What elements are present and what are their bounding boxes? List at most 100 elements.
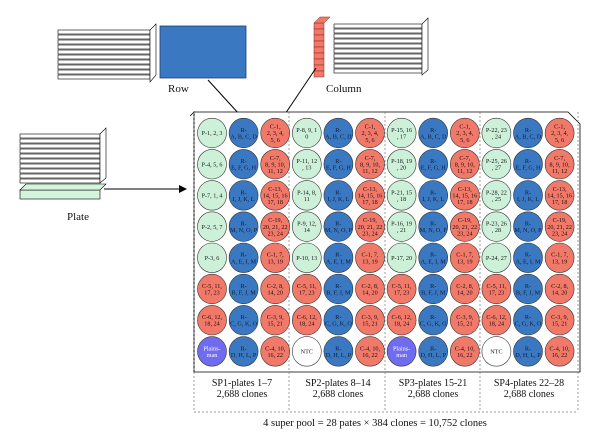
well-label: R-M, N, O, P	[230, 220, 258, 234]
well-label: P-23, 26, 28	[486, 220, 507, 234]
well: R-A, B, C, D	[513, 117, 543, 149]
well: R-I, J, K, L	[323, 180, 354, 211]
row-block	[159, 25, 247, 79]
well: C-4, 10,16, 22	[355, 336, 385, 367]
well: R-C, G, K, O	[513, 305, 543, 336]
well-label: C-1, 7,13, 19	[456, 252, 473, 266]
well: C-4, 10,16, 22	[260, 336, 291, 367]
well: R-E, F, G, H	[228, 149, 259, 180]
well-label: C-4, 10,16, 22	[550, 345, 571, 359]
well: C-4, 10,16, 22	[544, 336, 575, 367]
well-label: C-1,2, 3, 4,5, 6	[456, 124, 473, 144]
well-label: P-4, 5, 6	[202, 161, 223, 168]
well-label: P-3, 6	[205, 255, 220, 262]
well-label: R-D, H, L, P	[420, 345, 446, 359]
well-label: NTC	[490, 349, 502, 356]
well-label: C-1, 7,13, 19	[267, 252, 284, 266]
well-label: P-25, 26, 27	[486, 158, 507, 172]
well-label: R-B, F, J, M	[326, 283, 351, 297]
well-label: C-5, 11,17, 23	[297, 283, 317, 297]
well-label: R-M, N, O, P	[420, 220, 448, 234]
well-label: R-M, N, O, P	[325, 220, 353, 234]
well: R-C, G, K, O	[323, 305, 354, 336]
well: R-I, J, K, L	[418, 180, 449, 211]
well: C-1, 7,13, 19	[355, 242, 385, 273]
well: C-1,2, 3, 4,5, 6	[260, 117, 291, 149]
well-label: P-2, 5, 7	[202, 224, 223, 231]
pool-sp2: SP2-plates 8–14 2,688 clones	[293, 378, 383, 400]
well: P-22, 23, 24	[481, 117, 512, 149]
well-label: C-7,8, 9, 10,11, 12	[455, 155, 476, 175]
well-label: R-C, G, K, O	[420, 314, 447, 328]
well-label: R-A, E, I, M	[421, 252, 447, 266]
well-label: P-18, 19, 20	[391, 158, 412, 172]
well-label: P-9, 12,14	[297, 220, 317, 234]
well: R-B, F, J, M	[513, 273, 543, 305]
well-label: R-E, F, G, H	[326, 158, 351, 172]
well-label: C-6, 12,18, 24	[202, 314, 223, 328]
well-label: C-7,8, 9, 10,11, 12	[360, 155, 381, 175]
well-label: P-7, 1, 4	[202, 193, 223, 200]
well: P-11, 12, 13	[291, 149, 322, 180]
well-label: C-1, 7,13, 19	[551, 252, 568, 266]
well-label: R-I, J, K, L	[327, 189, 349, 203]
well-label: C-6, 12,18, 24	[392, 314, 413, 328]
well: R-C, G, K, O	[228, 305, 259, 336]
well-label: C-2, 8,14, 20	[361, 283, 378, 297]
well-label: R-B, F, J, M	[231, 283, 256, 297]
row-stack	[57, 23, 247, 83]
well: NTC	[481, 336, 512, 367]
well: C-2, 8,14, 20	[544, 273, 575, 305]
well: C-6, 12,18, 24	[481, 305, 512, 336]
well: C-1, 7,13, 19	[449, 242, 480, 273]
well: R-E, F, G, H	[418, 149, 449, 180]
column-stack	[313, 16, 429, 78]
well: R-D, H, L, P	[323, 336, 354, 367]
well: C-5, 11,17, 23	[386, 273, 417, 305]
well-label: C-1,2, 3, 4,5, 6	[551, 124, 568, 144]
well-label: C-6, 12,18, 24	[297, 314, 318, 328]
well: C-6, 12,18, 24	[386, 305, 417, 336]
well-label: P-24, 27	[486, 255, 507, 262]
well: C-1,2, 3, 4,5, 6	[544, 117, 575, 149]
plate-label: Plate	[67, 211, 89, 223]
well-label: R-C, G, K, O	[515, 314, 542, 328]
well: C-4, 10,16, 22	[449, 336, 480, 367]
well: C-3, 9,15, 21	[449, 305, 480, 336]
well-label: R-A, E, I, M	[231, 252, 257, 266]
well: P-25, 26, 27	[481, 149, 512, 180]
well-label: C-1,2, 3, 4,5, 6	[267, 124, 284, 144]
well-label: R-A, B, C, D	[515, 127, 542, 141]
well: NTC	[291, 336, 322, 367]
well: R-A, E, I, M	[418, 242, 449, 273]
well-label: P-1, 2, 3	[202, 130, 223, 137]
well-label: C-3, 9,15, 21	[456, 314, 473, 328]
well-label: R-E, F, G, H	[516, 158, 541, 172]
well-label: C-6, 12,18, 24	[486, 314, 507, 328]
row-label: Row	[168, 83, 189, 95]
well: R-M, N, O, P	[228, 211, 259, 242]
pool-sp2-clones: 2,688 clones	[312, 389, 364, 400]
well: C-1,2, 3, 4,5, 6	[449, 117, 480, 149]
pool-sp1-clones: 2,688 clones	[216, 389, 268, 400]
well: R-D, H, L, P	[228, 336, 259, 367]
well-label: C-4, 10,16, 22	[360, 345, 381, 359]
well-label: R-A, B, C, D	[420, 127, 447, 141]
well: C-7,8, 9, 10,11, 12	[260, 149, 291, 180]
well: C-3, 9,15, 21	[355, 305, 385, 336]
well-label: P-22, 23, 24	[486, 127, 507, 141]
well: C-7,8, 9, 10,11, 12	[355, 149, 385, 180]
well-label: C-5, 11,17, 23	[202, 283, 222, 297]
well: P-14, 8,11	[291, 180, 322, 211]
